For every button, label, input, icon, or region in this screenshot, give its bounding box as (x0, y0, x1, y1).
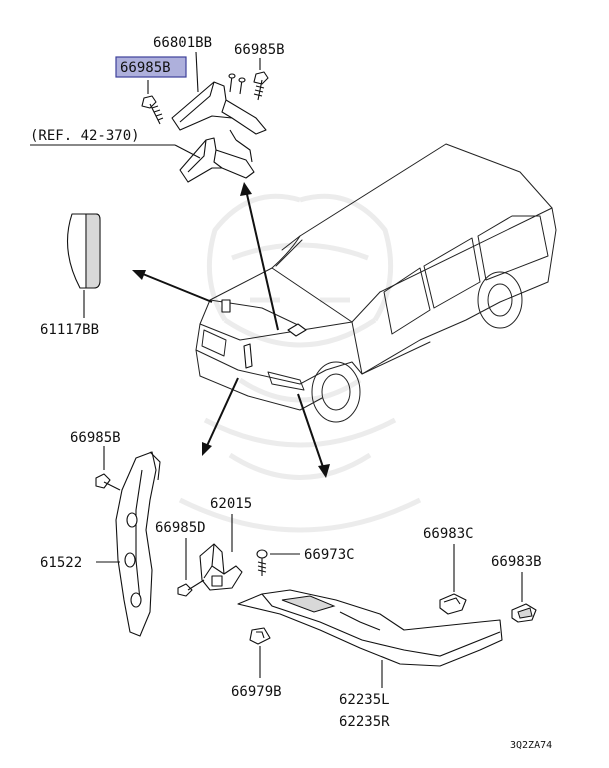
label-62015: 62015 (210, 496, 252, 512)
label-62235L: 62235L (339, 692, 390, 708)
label-66985B-left: 66985B (70, 430, 121, 446)
pointer-arrows (132, 182, 330, 478)
clip-66979B (249, 627, 271, 645)
diagram-code: 3Q2ZA74 (510, 740, 552, 751)
bracket-62015 (199, 543, 243, 591)
bracket-ref-42-370 (179, 129, 255, 183)
highlight-box (115, 56, 187, 78)
label-62235R: 62235R (339, 714, 390, 730)
label-ref-42-370: (REF. 42-370) (30, 128, 140, 144)
label-66983B: 66983B (491, 554, 542, 570)
clip-66983C (439, 593, 467, 615)
bracket-61522 (115, 451, 161, 637)
car-fitting-left (221, 299, 231, 313)
label-61522: 61522 (40, 555, 82, 571)
bolt-66985B-top-left (141, 95, 164, 125)
car-fitting-center (287, 323, 307, 337)
bracket-66801BB (171, 73, 267, 135)
moulding-62235 (237, 589, 503, 667)
label-66985D: 66985D (155, 520, 206, 536)
clip-66983B (511, 603, 537, 623)
screw-66973C (256, 549, 268, 576)
lamp-lens-61117BB (67, 213, 101, 289)
car-body (195, 143, 557, 423)
label-66985B-top-right: 66985B (234, 42, 285, 58)
label-66979B: 66979B (231, 684, 282, 700)
bolt-66985B-left (95, 473, 121, 491)
label-61117BB: 61117BB (40, 322, 99, 338)
bolt-66985B-top-right (253, 71, 269, 101)
label-66801BB: 66801BB (153, 35, 212, 51)
label-66973C: 66973C (304, 547, 355, 563)
car-fitting-bracket (243, 343, 253, 369)
label-66985B-highlighted: 66985B (120, 60, 171, 76)
label-66983C: 66983C (423, 526, 474, 542)
bolt-66985D (177, 579, 205, 597)
